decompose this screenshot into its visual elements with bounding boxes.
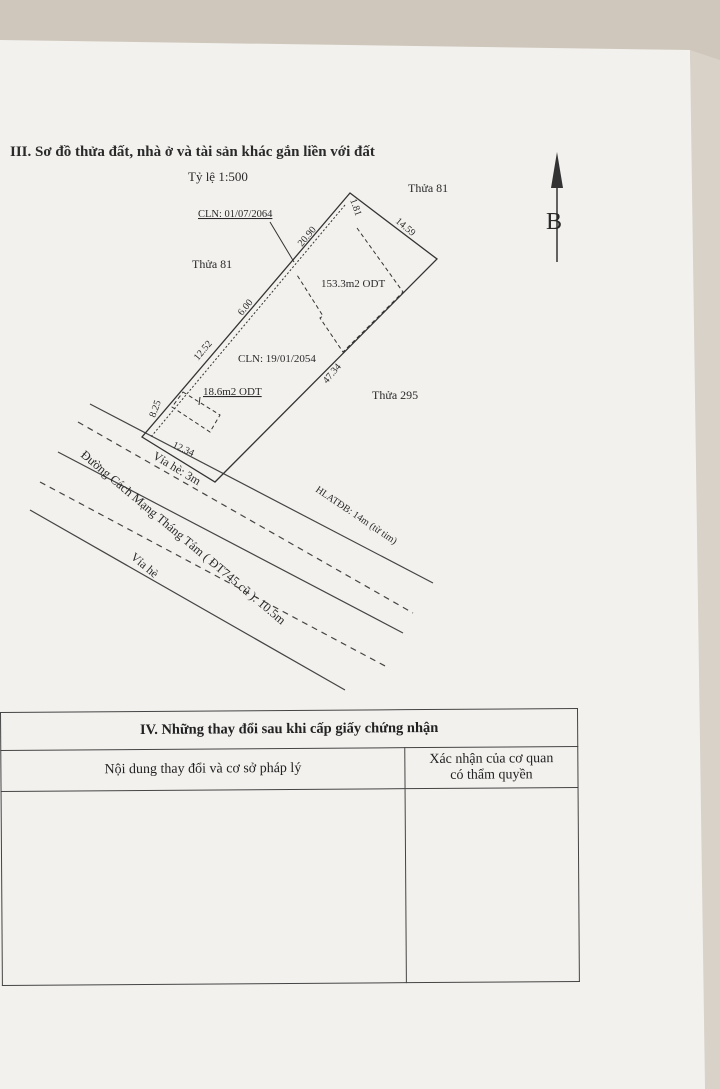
section4-title: IV. Những thay đổi sau khi cấp giấy chứn…	[0, 708, 578, 751]
confirmation-line-1: Xác nhận của cơ quan	[429, 751, 554, 768]
paper-edge	[690, 50, 720, 1089]
parcel-label-thua295: Thửa 295	[372, 388, 418, 402]
parcel-label-thua81-left: Thửa 81	[192, 257, 232, 271]
parcel-label-thua81-top: Thửa 81	[408, 181, 448, 195]
section3-title: III. Sơ đồ thửa đất, nhà ở và tài sản kh…	[10, 144, 375, 160]
land-parcel	[141, 192, 438, 483]
confirmation-cell	[405, 787, 580, 983]
column-header-changes: Nội dung thay đổi và cơ sở pháp lý	[0, 747, 406, 792]
cln-label-2: CLN: 19/01/2054	[238, 353, 316, 365]
changes-table: IV. Những thay đổi sau khi cấp giấy chứn…	[0, 708, 580, 986]
column-header-confirmation: Xác nhận của cơ quan có thẩm quyền	[404, 746, 579, 789]
confirmation-line-2: có thẩm quyền	[450, 767, 533, 783]
changes-cell	[1, 788, 407, 986]
house-area-small: 18.6m2 ODT	[203, 386, 262, 398]
house-area-main: 153.3m2 ODT	[321, 278, 385, 290]
cln-label-1: CLN: 01/07/2064	[198, 209, 273, 220]
north-arrow-icon	[551, 152, 563, 262]
road-lines	[29, 403, 434, 691]
paper-sheet	[0, 40, 720, 1089]
north-label: B	[546, 209, 562, 235]
scale-label: Tỷ lệ 1:500	[188, 169, 248, 184]
